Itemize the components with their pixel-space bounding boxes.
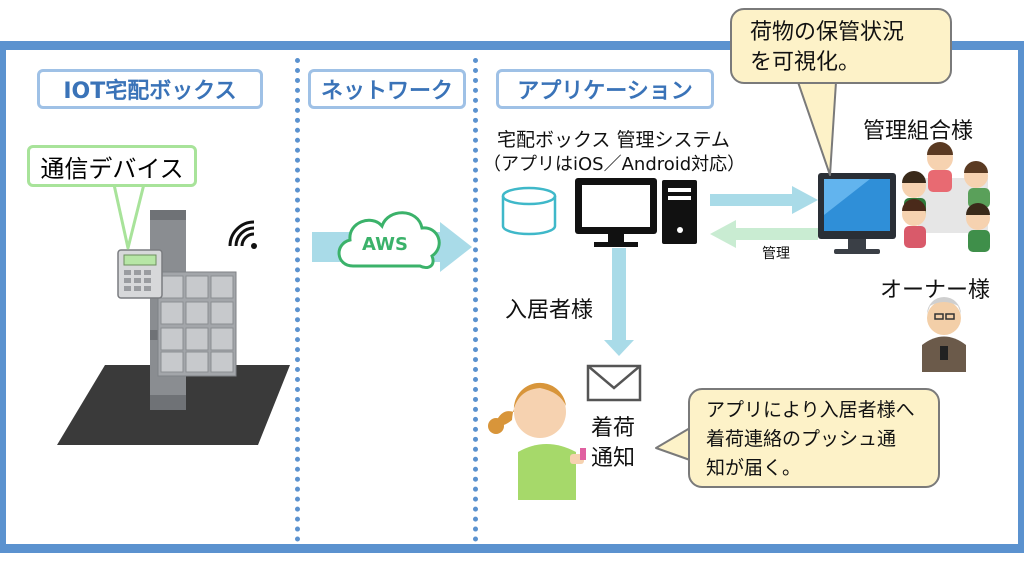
system-subtitle: （アプリはiOS／Android対応）: [483, 154, 746, 175]
big-monitor-icon: [818, 173, 896, 254]
cloud-label: AWS: [362, 234, 408, 255]
union-people-illustration: [902, 142, 990, 252]
database-icon: [501, 186, 557, 236]
callout-bottom-line1: アプリにより入居者様へ: [706, 399, 915, 421]
resident-woman-illustration: [488, 382, 586, 500]
monitor-icon: [575, 178, 657, 247]
callout-top-line1: 荷物の保管状況: [750, 20, 905, 45]
envelope-icon: [586, 364, 642, 402]
section-network-label: ネットワーク: [308, 69, 466, 109]
resident-label: 入居者様: [505, 298, 594, 323]
separator-left: [295, 58, 300, 542]
manage-label: 管理: [762, 246, 790, 262]
arrow-manage: [710, 220, 818, 248]
owner-illustration: [922, 297, 966, 372]
callout-bottom-line2: 着荷連絡のプッシュ通: [706, 428, 897, 450]
callout-bottom-line3: 知が届く。: [706, 457, 802, 479]
arrow-to-resident: [604, 248, 634, 356]
section-iot-label: IOT宅配ボックス: [37, 69, 263, 109]
union-label: 管理組合様: [863, 119, 974, 144]
separator-right: [473, 58, 478, 542]
owner-label: オーナー様: [880, 278, 991, 303]
callout-push-notice: アプリにより入居者様へ 着荷連絡のプッシュ通 知が届く。: [688, 388, 940, 488]
callout-storage-status: 荷物の保管状況 を可視化。: [730, 8, 952, 84]
pc-tower-icon: [662, 180, 697, 244]
arrow-to-union: [710, 186, 818, 214]
notice-label-line2: 通知: [591, 446, 636, 471]
wifi-icon: [228, 220, 257, 249]
section-application-label: アプリケーション: [496, 69, 714, 109]
callout-top-line2: を可視化。: [750, 50, 861, 75]
cloud-icon: [337, 211, 441, 270]
system-title: 宅配ボックス 管理システム: [497, 129, 730, 151]
notice-label-line1: 着荷: [591, 416, 636, 441]
device-label: 通信デバイス: [27, 145, 197, 187]
